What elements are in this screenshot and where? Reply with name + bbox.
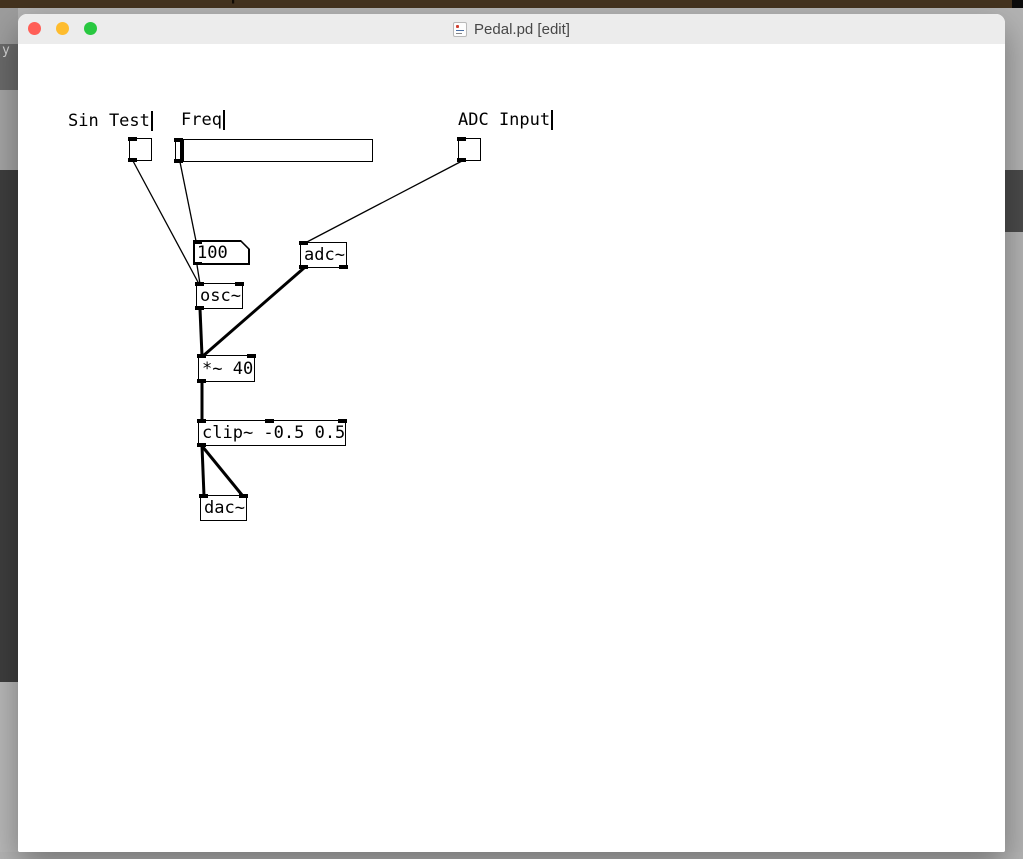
title-bar[interactable]: Pedal.pd [edit] [18,14,1005,45]
inlet-nub[interactable] [299,241,309,245]
pd-file-icon [453,21,468,37]
object-text: dac~ [204,498,245,518]
background-window-fragment: y [0,44,18,90]
object-clip[interactable]: clip~ -0.5 0.5 [197,419,347,447]
background-fragment-text: y [2,43,10,58]
inlet-nub[interactable] [457,137,467,141]
menu-item-media[interactable]: Media [27,0,72,5]
inlet-nub[interactable] [337,419,347,423]
menu-bar-right-block [1012,0,1023,8]
object-multiply[interactable]: *~ 40 [197,354,256,383]
title-area: Pedal.pd [edit] [18,14,1005,44]
toggle-adc-input[interactable] [457,137,481,162]
outlet-nub[interactable] [299,265,309,269]
outlet-nub[interactable] [174,159,184,163]
background-strip [1005,170,1023,232]
menu-item-help[interactable]: Help [206,0,241,5]
patch-cord[interactable] [200,445,206,497]
inlet-nub[interactable] [193,240,202,244]
patch-cords-layer [132,160,463,497]
object-dac[interactable]: dac~ [199,494,248,521]
inlet-nub[interactable] [128,137,138,141]
background-strip [0,90,18,170]
outlet-nub[interactable] [195,306,205,310]
comment-text: Freq [181,110,222,130]
outlet-nub[interactable] [197,443,207,447]
object-text: clip~ -0.5 0.5 [202,423,346,443]
patch-cord[interactable] [179,161,197,242]
freq-slider[interactable] [174,138,373,163]
close-button[interactable] [28,22,41,35]
zoom-button[interactable] [84,22,97,35]
menu-bar: Media Window Help [0,0,1023,8]
number-box-freq[interactable]: 100 [193,240,250,265]
comment-freq[interactable]: Freq [181,109,225,131]
background-strip [0,852,1023,859]
text-cursor [150,111,153,131]
outlet-nub[interactable] [128,158,138,162]
comment-sin-test[interactable]: Sin Test [68,110,153,132]
inlet-nub[interactable] [238,494,248,498]
pd-window: Pedal.pd [edit] Sin Test Freq ADC Input [18,14,1005,852]
comment-text: ADC Input [458,110,551,130]
inlet-nub[interactable] [197,354,207,358]
object-text: adc~ [304,245,345,265]
text-cursor [551,110,554,130]
background-strip [0,170,18,682]
number-value: 100 [197,242,228,263]
comment-adc-input[interactable]: ADC Input [458,109,554,131]
inlet-nub[interactable] [197,419,207,423]
outlet-nub[interactable] [338,265,348,269]
text-cursor [222,110,225,130]
comment-text: Sin Test [68,111,150,131]
outlet-nub[interactable] [193,261,202,265]
patch-cord[interactable] [304,160,463,244]
inlet-nub[interactable] [246,354,256,358]
inlet-nub[interactable] [265,419,274,423]
patch-cord[interactable] [196,264,201,285]
outlet-nub[interactable] [457,158,467,162]
object-text: osc~ [200,286,241,306]
toggle-sin-test[interactable] [128,137,152,162]
patch-canvas[interactable]: Sin Test Freq ADC Input [18,44,1005,852]
menu-item-window[interactable]: Window [105,0,166,5]
inlet-nub[interactable] [234,282,244,286]
object-text: *~ 40 [202,358,254,379]
patch-cord[interactable] [200,445,244,496]
patch-cord[interactable] [198,308,204,357]
background-strip [0,8,18,44]
background-strip [0,682,18,859]
patch-cord[interactable] [132,160,200,285]
object-osc[interactable]: osc~ [195,282,244,310]
window-title: Pedal.pd [edit] [474,20,570,38]
number-box-face [195,242,249,264]
outlet-nub[interactable] [197,379,207,383]
object-adc[interactable]: adc~ [299,241,348,269]
inlet-nub[interactable] [195,282,205,286]
inlet-nub[interactable] [174,138,184,142]
slider-knob[interactable] [180,140,184,161]
minimize-button[interactable] [56,22,69,35]
inlet-nub[interactable] [199,494,209,498]
patch-cord[interactable] [202,266,305,358]
